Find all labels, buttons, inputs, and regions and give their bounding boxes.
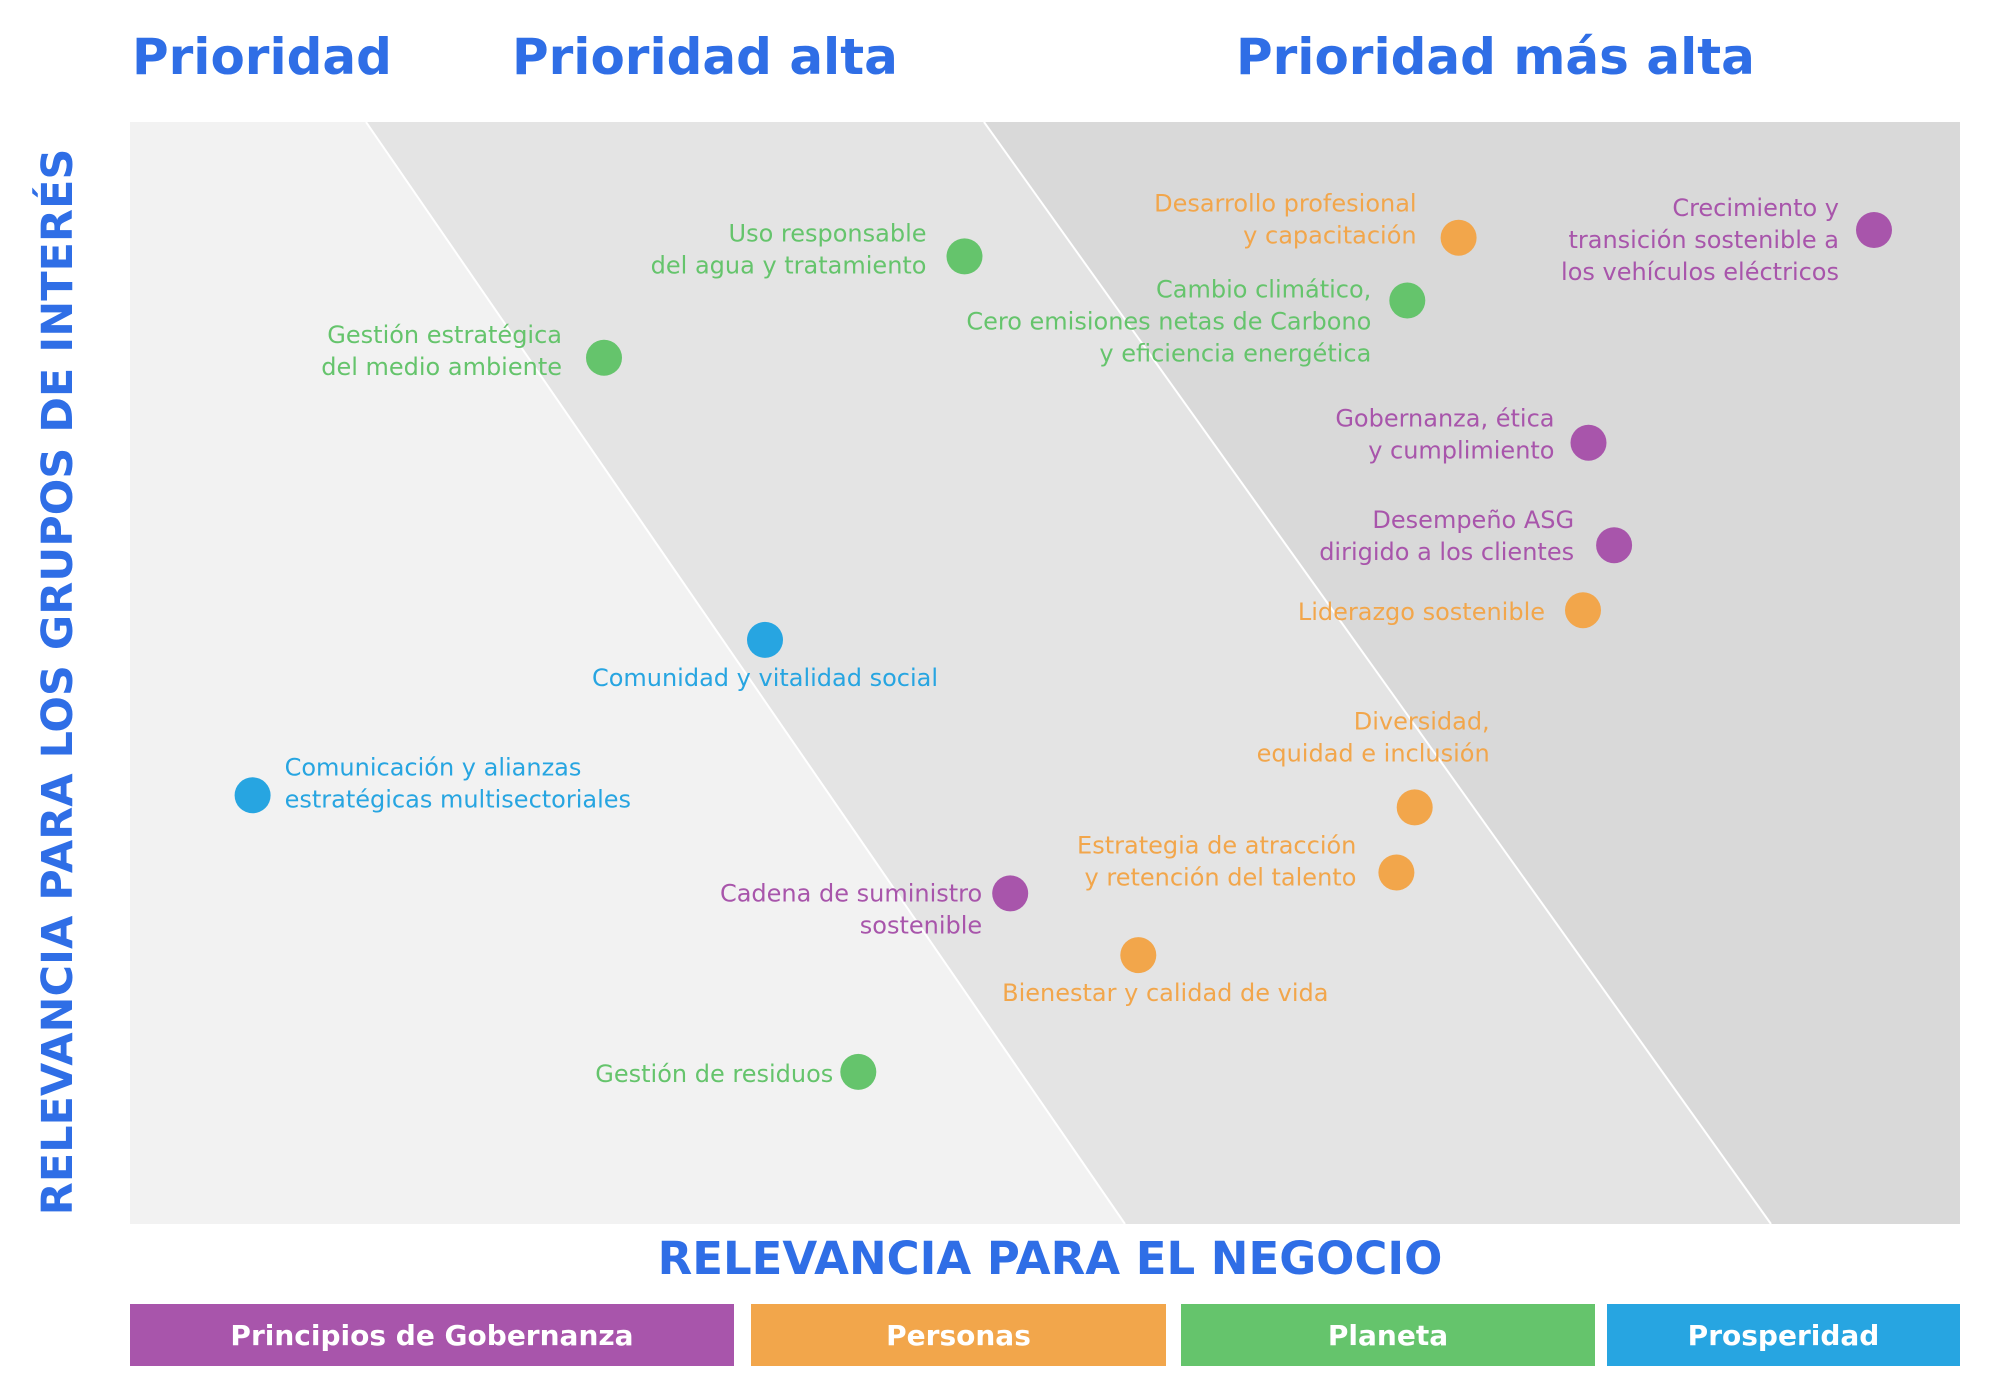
data-point-label-line: transición sostenible a <box>1568 226 1839 254</box>
data-point-label-line: Gestión estratégica <box>327 321 562 349</box>
legend-label: Planeta <box>1327 1318 1449 1352</box>
data-point-label-line: y cumplimiento <box>1368 437 1554 465</box>
data-point <box>1565 592 1601 629</box>
category-legend: Principios de Gobernanza Personas Planet… <box>0 1304 2000 1366</box>
data-point-label: Bienestar y calidad de vida <box>1002 979 1328 1007</box>
data-point-label: Gobernanza, ética y cumplimiento <box>1335 405 1554 465</box>
data-point-label-line: Diversidad, <box>1354 707 1490 735</box>
zone-highest-priority <box>984 122 1960 1224</box>
legend-people: Personas <box>751 1304 1166 1366</box>
data-point-label: Diversidad, equidad e inclusión <box>1257 707 1490 767</box>
data-point-label: Cambio climático, Cero emisiones netas de… <box>966 276 1371 368</box>
data-point-label: Comunidad y vitalidad social <box>592 664 938 692</box>
zone-divider-line <box>365 121 1126 1225</box>
data-point <box>234 777 271 814</box>
data-point-label-line: Estrategia de atracción <box>1077 832 1356 860</box>
data-point-label-line: y capacitación <box>1243 222 1416 250</box>
data-point <box>992 875 1029 912</box>
y-axis-label: RELEVANCIA PARA LOS GRUPOS DE INTERÉS <box>33 148 83 1216</box>
data-point-label-line: los vehículos eléctricos <box>1561 258 1839 286</box>
data-point-label-line: Crecimiento y <box>1672 194 1839 222</box>
data-point <box>1120 937 1157 974</box>
data-point <box>1856 212 1892 248</box>
zone-title-highest-priority: Prioridad más alta <box>1236 28 1755 86</box>
data-point-label-line: Comunicación y alianzas <box>285 753 582 781</box>
legend-prosperity: Prosperidad <box>1607 1304 1960 1366</box>
data-point-label-line: del agua y tratamiento <box>651 251 927 279</box>
data-point-label-line: Bienestar y calidad de vida <box>1002 979 1328 1007</box>
data-point <box>1596 527 1633 564</box>
data-point-label-line: dirigido a los clientes <box>1319 538 1574 566</box>
data-point-label-line: Gobernanza, ética <box>1335 405 1554 433</box>
data-point-label: Comunicación y alianzas estratégicas mult… <box>285 753 631 813</box>
data-point-label-line: Desarrollo profesional <box>1154 190 1417 218</box>
legend-label: Principios de Gobernanza <box>230 1318 634 1352</box>
data-point-label-line: equidad e inclusión <box>1257 739 1490 767</box>
data-point-label-line: Cambio climático, <box>1156 276 1371 304</box>
legend-label: Prosperidad <box>1687 1318 1880 1352</box>
data-point-label-line: sostenible <box>860 911 982 939</box>
data-point-label-line: del medio ambiente <box>321 353 562 381</box>
data-point <box>1396 789 1433 826</box>
data-point-label: Uso responsable del agua y tratamiento <box>651 219 927 279</box>
data-point-label: Estrategia de atracción y retención del t… <box>1077 832 1356 892</box>
data-point-label: Gestión de residuos <box>595 1060 833 1088</box>
data-point <box>1389 282 1426 319</box>
data-point-label: Liderazgo sostenible <box>1298 598 1545 626</box>
data-point-label-line: Comunidad y vitalidad social <box>592 664 938 692</box>
data-point-label: Gestión estratégica del medio ambiente <box>321 321 562 381</box>
legend-planet: Planeta <box>1181 1304 1595 1366</box>
zone-divider-line <box>983 121 1772 1225</box>
zone-title-priority: Prioridad <box>132 28 392 86</box>
data-point-label-line: Uso responsable <box>729 219 927 247</box>
data-point <box>840 1053 877 1090</box>
legend-label: Personas <box>886 1318 1031 1352</box>
data-point-label-line: y eficiencia energética <box>1099 340 1371 368</box>
data-point <box>946 238 983 275</box>
data-point-label-line: Desempeño ASG <box>1372 506 1574 534</box>
priority-zones <box>130 121 1960 1225</box>
data-point-label: Desempeño ASG dirigido a los clientes <box>1319 506 1574 566</box>
materiality-chart: Crecimiento y transición sostenible a los … <box>130 121 1960 1225</box>
data-point-label-line: Cadena de suministro <box>720 879 982 907</box>
data-point-label-line: Cero emisiones netas de Carbono <box>966 308 1371 336</box>
data-point <box>1378 854 1415 891</box>
data-point-label-line: Liderazgo sostenible <box>1298 598 1545 626</box>
zone-title-high-priority: Prioridad alta <box>512 28 898 86</box>
data-point-label: Desarrollo profesional y capacitación <box>1154 190 1417 250</box>
x-axis-label: RELEVANCIA PARA EL NEGOCIO <box>657 1232 1443 1285</box>
data-point <box>747 621 783 658</box>
data-point <box>586 339 622 376</box>
legend-governance: Principios de Gobernanza <box>130 1304 734 1366</box>
data-point-label: Crecimiento y transición sostenible a los … <box>1561 194 1839 286</box>
data-point-label: Cadena de suministro sostenible <box>720 879 982 939</box>
data-points: Crecimiento y transición sostenible a los … <box>234 190 1892 1090</box>
data-point-label-line: y retención del talento <box>1085 864 1357 892</box>
data-point <box>1570 424 1607 461</box>
data-point-label-line: estratégicas multisectoriales <box>285 785 631 813</box>
data-point <box>1440 219 1477 256</box>
data-point-label-line: Gestión de residuos <box>595 1060 833 1088</box>
